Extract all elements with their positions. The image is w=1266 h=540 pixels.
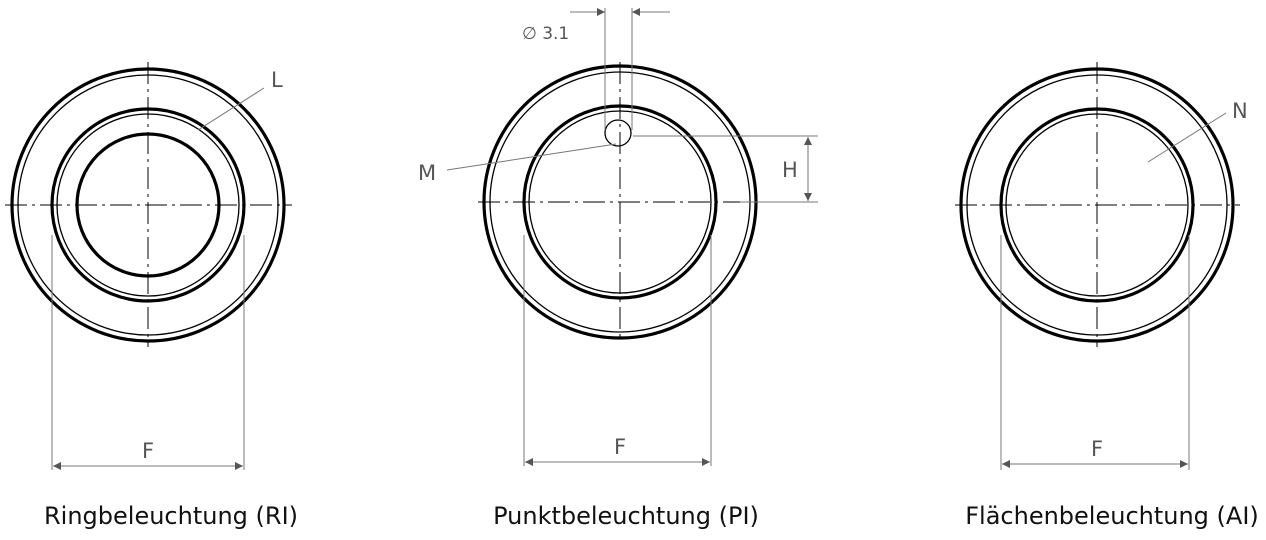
caption-ring-illumination: Ringbeleuchtung (RI) bbox=[43, 502, 299, 530]
hole-diameter-label: ∅ 3.1 bbox=[522, 24, 569, 44]
dimension-label-f: F bbox=[1091, 437, 1103, 461]
callout-label-n: N bbox=[1232, 99, 1248, 123]
caption-point-illumination: Punktbeleuchtung (PI) bbox=[493, 502, 759, 530]
view-ring-illumination: F L bbox=[5, 62, 292, 470]
caption-area-illumination: Flächenbeleuchtung (AI) bbox=[965, 502, 1259, 530]
callout-label-m: M bbox=[418, 161, 436, 185]
callout-leader-n bbox=[1147, 112, 1227, 163]
dimension-label-f: F bbox=[614, 435, 626, 459]
callout-label-l: L bbox=[271, 68, 283, 92]
view-area-illumination: F N bbox=[955, 62, 1248, 470]
dimension-label-f: F bbox=[142, 439, 154, 463]
callout-leader-l bbox=[197, 87, 265, 131]
dimension-label-h: H bbox=[782, 158, 798, 182]
callout-leader-m bbox=[446, 143, 617, 171]
point-light-hole bbox=[604, 119, 632, 147]
view-point-illumination: ∅ 3.1 H F M bbox=[418, 7, 818, 466]
